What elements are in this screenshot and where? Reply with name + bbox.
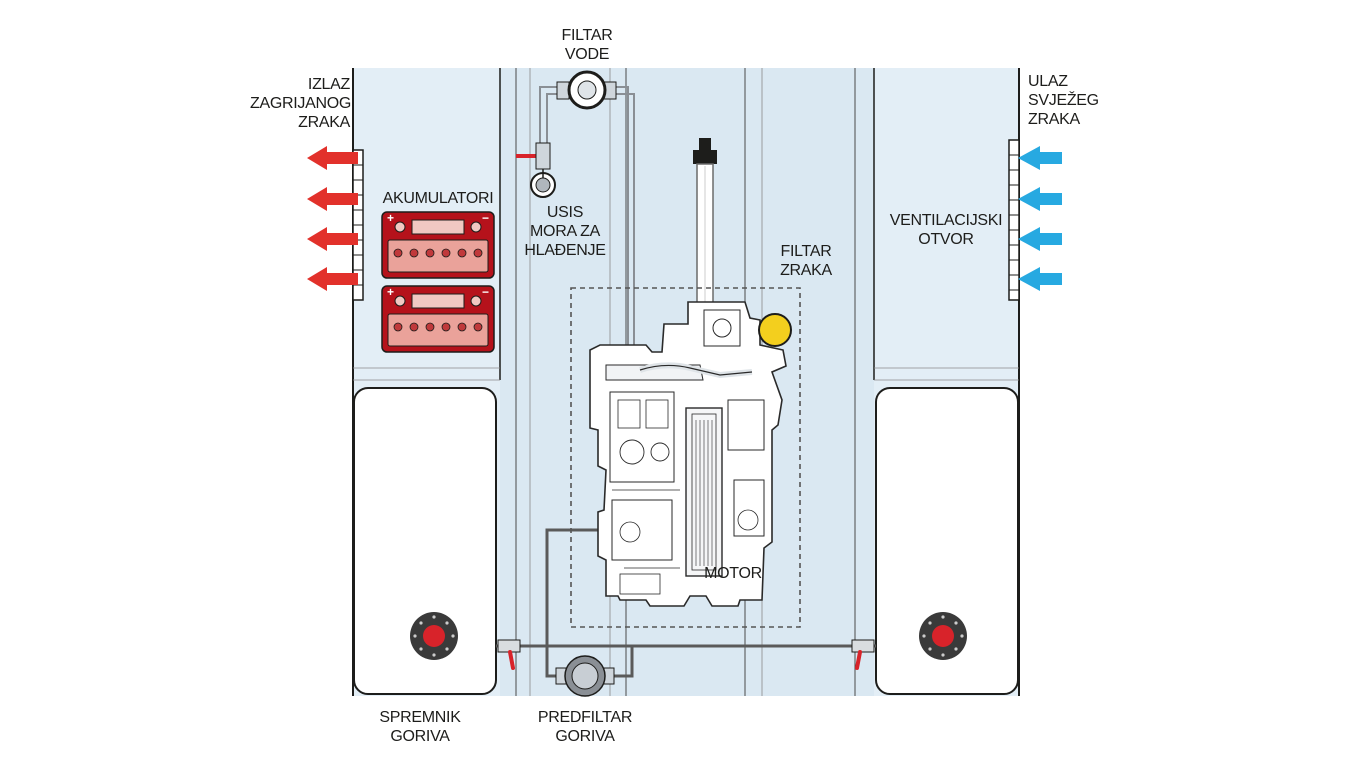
- exhaust-pipe: [693, 138, 717, 305]
- fresh-air-arrow: [1018, 187, 1062, 211]
- label-hot-air-outlet: IZLAZ ZAGRIJANOG ZRAKA: [250, 75, 352, 132]
- label-cooling-intake-line-3: HLAĐENJE: [524, 242, 606, 259]
- fresh-air-arrow: [1018, 267, 1062, 291]
- label-fuel-prefilter-line-2: GORIVA: [555, 728, 615, 745]
- label-fuel-tank-line-2: GORIVA: [390, 728, 450, 745]
- seawater-intake: [516, 142, 556, 198]
- label-water-filter-line-1: FILTAR: [561, 27, 613, 44]
- label-hot-air-outlet-line-3: ZRAKA: [298, 114, 350, 131]
- label-vent-line-1: VENTILACIJSKI: [889, 212, 1003, 229]
- label-fresh-air-inlet-line-2: SVJEŽEG: [1028, 92, 1099, 109]
- label-hot-air-outlet-line-2: ZAGRIJANOG: [250, 95, 352, 112]
- label-cooling-intake-line-1: USIS: [546, 204, 584, 221]
- battery-plus-symbol: +: [387, 285, 394, 299]
- hot-air-arrows: [307, 146, 358, 291]
- fuel-prefilter: [555, 655, 615, 697]
- hot-air-arrow: [307, 267, 358, 291]
- label-air-filter-line-1: FILTAR: [780, 243, 832, 260]
- label-air-filter: FILTAR ZRAKA: [770, 242, 842, 280]
- label-fuel-prefilter-line-1: PREDFILTAR: [537, 709, 633, 726]
- label-hot-air-outlet-line-1: IZLAZ: [307, 76, 350, 93]
- fuel-valves: [497, 639, 875, 670]
- fuel-tank-right: [875, 387, 1019, 695]
- fresh-air-arrow: [1018, 227, 1062, 251]
- hot-air-arrow: [307, 146, 358, 170]
- battery-2: + −: [381, 285, 495, 353]
- battery-plus-symbol: +: [387, 211, 394, 225]
- label-engine: MOTOR: [700, 564, 766, 583]
- label-fuel-tank-line-1: SPREMNIK: [379, 709, 461, 726]
- label-water-filter-line-2: VODE: [564, 46, 610, 63]
- air-filter: [758, 313, 792, 347]
- label-fresh-air-inlet-line-3: ZRAKA: [1028, 111, 1080, 128]
- label-fuel-prefilter: PREDFILTAR GORIVA: [530, 708, 640, 746]
- fresh-air-arrows: [1018, 146, 1062, 291]
- battery-minus-symbol: −: [482, 211, 489, 225]
- label-batteries-line-1: AKUMULATORI: [382, 190, 494, 207]
- label-fuel-tank: SPREMNIK GORIVA: [370, 708, 470, 746]
- label-cooling-intake: USIS MORA ZA HLAĐENJE: [520, 203, 610, 260]
- label-cooling-intake-line-2: MORA ZA: [530, 223, 600, 240]
- hot-air-arrow: [307, 227, 358, 251]
- label-air-filter-line-2: ZRAKA: [780, 262, 832, 279]
- label-vent-line-2: OTVOR: [918, 231, 974, 248]
- label-engine-line-1: MOTOR: [704, 565, 762, 582]
- label-batteries: AKUMULATORI: [370, 189, 506, 208]
- engine: [589, 301, 787, 607]
- water-filter: [556, 70, 617, 110]
- fresh-air-inlet-grille: [1008, 139, 1020, 301]
- battery-minus-symbol: −: [482, 285, 489, 299]
- hot-air-outlet-grille: [352, 149, 364, 301]
- label-vent: VENTILACIJSKI OTVOR: [884, 211, 1008, 249]
- label-water-filter: FILTAR VODE: [548, 26, 626, 64]
- fuel-tank-left: [353, 387, 497, 695]
- hot-air-arrow: [307, 187, 358, 211]
- battery-1: + −: [381, 211, 495, 279]
- fresh-air-arrow: [1018, 146, 1062, 170]
- label-fresh-air-inlet-line-1: ULAZ: [1028, 73, 1068, 90]
- engine-compartment-boundary: [570, 287, 801, 628]
- label-fresh-air-inlet: ULAZ SVJEŽEG ZRAKA: [1028, 72, 1128, 129]
